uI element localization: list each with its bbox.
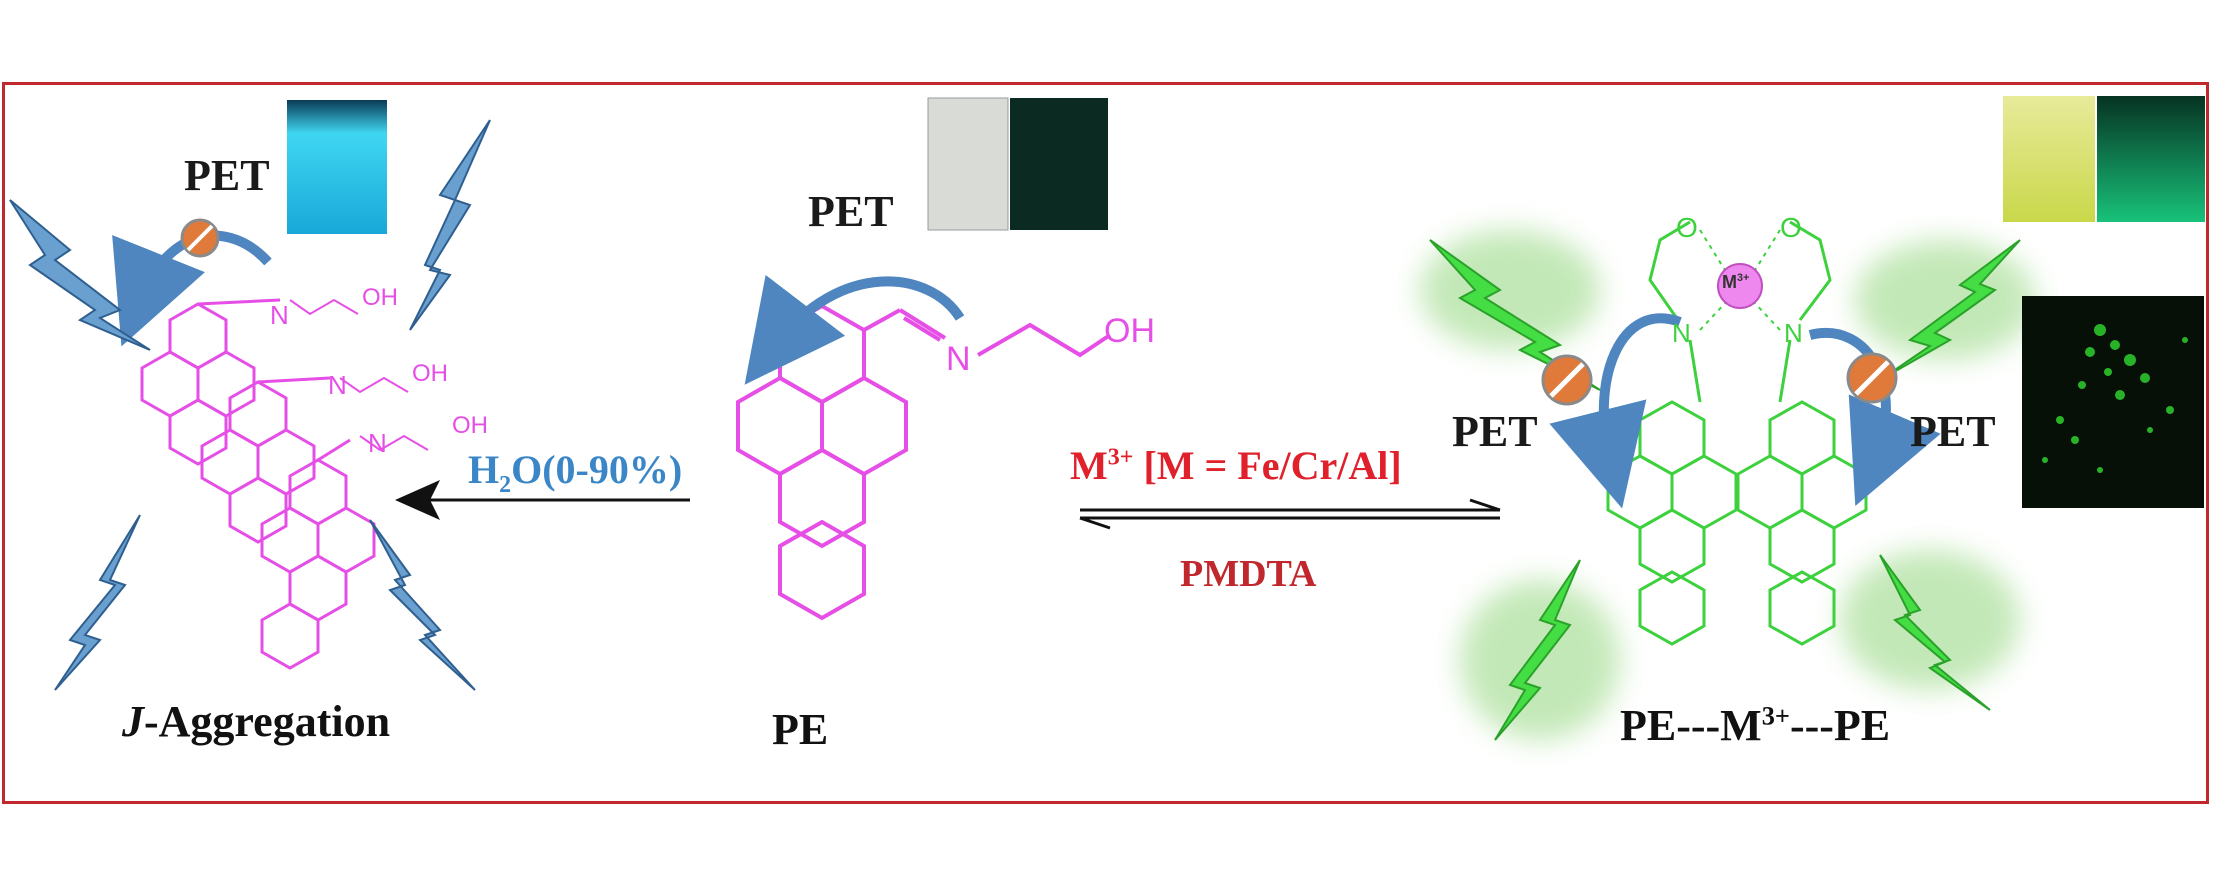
metal-ion-label: M3+ xyxy=(1722,272,1749,293)
j-aggregation-prefix: J xyxy=(122,697,144,746)
bolt-icon xyxy=(369,519,476,691)
atom-oh: OH xyxy=(412,360,448,387)
j-aggregation-suffix: -Aggregation xyxy=(144,697,391,746)
bolt-icon xyxy=(9,199,151,351)
h2o-b: O(0-90%) xyxy=(511,447,683,492)
coordination-bonds xyxy=(1699,229,1781,331)
equilibrium-arrows xyxy=(1079,498,1501,530)
h2o-sub: 2 xyxy=(499,472,512,498)
vial-photo-cyan xyxy=(287,100,387,234)
j-aggregate-structure xyxy=(140,298,376,670)
atom-oh: OH xyxy=(452,412,488,439)
microscopy-image xyxy=(2022,296,2204,508)
metal-ion-m: M xyxy=(1722,272,1737,292)
metal-b: [M = Fe/Cr/Al] xyxy=(1133,443,1402,488)
metal-ion xyxy=(1717,263,1763,309)
block-icon-right-a xyxy=(1541,354,1593,406)
pet-label-right-b: PET xyxy=(1910,407,1996,456)
atom-n: N xyxy=(368,428,387,458)
atom-oh: OH xyxy=(1104,312,1155,350)
pet-arrow-center xyxy=(744,274,965,385)
pe-label: PE xyxy=(772,705,829,754)
blue-bolts xyxy=(9,119,491,691)
atom-n: N xyxy=(1672,318,1691,348)
block-icon-left xyxy=(180,218,220,258)
atom-n: N xyxy=(1784,318,1803,348)
vial-photo-green xyxy=(2097,96,2205,222)
pet-label-left: PET xyxy=(184,151,270,200)
h2o-condition-label: H2O(0-90%) xyxy=(468,446,682,499)
j-aggregation-label: J-Aggregation xyxy=(122,696,390,747)
pet-arrow-right-left xyxy=(1549,313,1682,509)
atom-o: O xyxy=(1676,212,1698,243)
complex-label: PE---M3+---PE xyxy=(1620,700,1890,751)
h2o-arrow xyxy=(395,480,690,520)
h2o-a: H xyxy=(468,447,500,492)
j-aggregate-side-chains xyxy=(289,298,429,452)
vial-photo-dark xyxy=(1010,98,1108,230)
metal-a: M xyxy=(1070,443,1108,488)
atom-n: N xyxy=(328,370,347,400)
atom-n: N xyxy=(270,300,289,330)
metal-condition-label: M3+ [M = Fe/Cr/Al] xyxy=(1070,442,1402,489)
pmdta-label: PMDTA xyxy=(1180,553,1317,595)
vial-photo-yellow xyxy=(2003,96,2095,222)
block-icon-right-b xyxy=(1846,352,1898,404)
outer-frame xyxy=(2,82,2209,804)
atom-n: N xyxy=(946,340,971,378)
bolt-icon xyxy=(409,119,491,331)
pet-label-center: PET xyxy=(808,187,894,236)
green-bolts xyxy=(1429,239,2021,741)
complex-label-a: PE---M xyxy=(1620,701,1762,750)
bolt-icon xyxy=(54,514,141,691)
metal-ion-sup: 3+ xyxy=(1737,272,1750,284)
atom-oh: OH xyxy=(362,284,398,311)
bolt-icon xyxy=(1494,559,1581,741)
complex-label-sup: 3+ xyxy=(1761,700,1790,731)
pe-structure xyxy=(736,303,1112,621)
microscopy-cells xyxy=(2042,324,2188,473)
metal-sup: 3+ xyxy=(1107,444,1134,471)
complex-label-b: ---PE xyxy=(1789,701,1891,750)
vial-photo-clear xyxy=(927,97,1009,231)
pet-label-right-a: PET xyxy=(1452,407,1538,456)
bolt-icon xyxy=(1879,554,1991,711)
atom-o: O xyxy=(1780,212,1802,243)
